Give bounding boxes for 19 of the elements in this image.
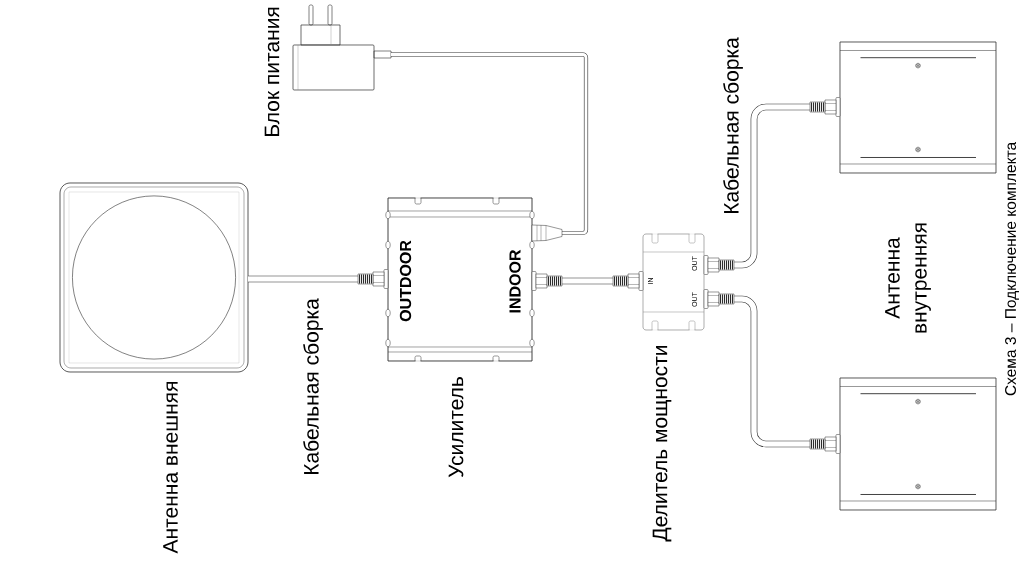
coax-cable: [703, 97, 841, 275]
figure-caption: Схема 3 – Подключение комплекта: [1005, 141, 1019, 396]
coax-cable: [248, 269, 389, 289]
antenna-label: Антенна внутренняя: [885, 223, 931, 333]
panel-antenna: [839, 377, 997, 511]
coax-cable: [703, 289, 841, 454]
device-label: Усилитель: [448, 377, 464, 478]
device-label: Блок питания: [264, 7, 280, 137]
edge-label: Кабельная сборка: [722, 36, 744, 216]
panel-antenna: [839, 41, 997, 174]
device-label: Антенна внешняя: [163, 382, 178, 554]
device-label: Делитель мощности: [652, 345, 672, 542]
power-adapter: [292, 4, 392, 91]
port-label: INDOOR: [509, 249, 521, 313]
power-cable: [391, 52, 589, 236]
port-label: OUTDOOR: [399, 240, 412, 322]
coax-cable: [531, 271, 644, 291]
edge-label: Кабельная сборка: [302, 297, 324, 477]
panel-antenna: [59, 182, 249, 373]
